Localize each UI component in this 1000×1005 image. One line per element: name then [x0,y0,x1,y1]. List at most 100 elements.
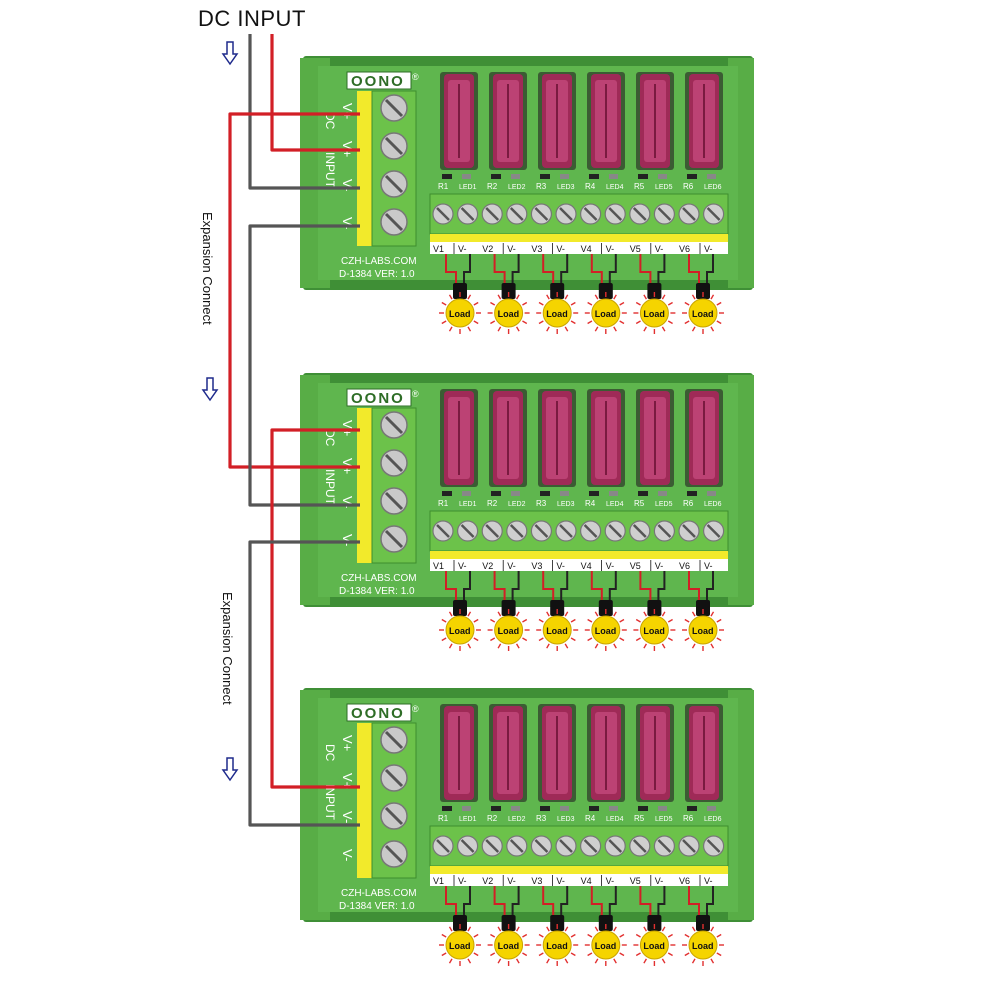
bulb-icon [688,930,718,960]
bulb-ray [667,952,673,957]
bulb-ray [497,294,502,300]
load-wire-pos [445,886,457,916]
channel-neg-label: V- [655,561,664,571]
resistor-label: R2 [487,182,498,191]
website-text: CZH-LABS.COM [341,573,417,584]
channel-neg-label: V- [507,244,516,254]
bulb-ray [619,933,625,938]
resistor-icon [687,174,697,179]
channel-pos-label: V2 [482,244,493,254]
bulb-ray [613,294,617,300]
screw-slot [583,524,598,538]
load-label: Load [643,309,665,319]
load-wire-pos [542,254,555,284]
bulb-icon [688,298,718,328]
resistor-icon [638,174,648,179]
bulb-ray [643,958,648,964]
output-terminal-block [429,510,729,552]
load-wire-pos [493,571,506,601]
load-3-5: Load [633,886,676,966]
down-arrow-icon [201,377,219,402]
load-wire-neg [657,571,666,601]
bulb-ray [635,618,641,623]
bulb-ray [716,952,722,957]
load-wire-neg [463,886,471,916]
channel-pos-label: V5 [630,876,641,886]
screw-slot [632,524,647,538]
channel-neg-label: V- [704,561,713,571]
load-label: Load [546,626,568,636]
channel-pos-label: V4 [581,876,592,886]
load-label: Load [546,941,568,951]
resistor-label: R2 [487,499,498,508]
resistor-label: R6 [683,814,694,823]
bulb-ray [710,926,715,932]
resistor-icon [589,806,599,811]
screw-slot [384,844,404,864]
bulb-ray [587,320,593,325]
bulb-base [453,283,467,299]
bulb-ray [594,294,599,300]
screw-slot [657,839,672,853]
bulb-ray [473,618,479,623]
led-label: LED5 [655,184,673,191]
bulb-ray [473,952,479,957]
bulb-ray [594,926,599,932]
resistor-icon [638,806,648,811]
bulb-ray [710,958,715,964]
bulb-ray [613,926,617,932]
bulb-ray [570,637,576,642]
screw-slot [384,529,404,549]
bulb-icon [591,930,621,960]
fuse-1: R1 LED1 [438,72,478,191]
led-icon [609,806,618,811]
screw-slot [534,524,549,538]
channel-neg-label: V- [606,244,615,254]
bulb-ray [587,301,593,306]
load-wire-neg [706,254,714,284]
load-wire-neg [706,571,714,601]
screw-slot [608,839,623,853]
screw-slot [534,839,549,853]
screw-slot [682,207,696,221]
screw-slot [485,207,500,221]
channel-neg-label: V- [655,876,664,886]
bulb-ray [594,958,599,964]
resistor-label: R1 [438,182,449,191]
bulb-ray [522,952,528,957]
bulb-ray [594,611,599,617]
load-label: Load [498,309,519,319]
resistor-label: R3 [536,182,547,191]
led-label: LED5 [655,816,673,823]
bulb-ray [613,958,617,964]
led-label: LED1 [459,184,477,191]
expansion-connect-label-2: Expansion Connect [220,592,235,705]
resistor-icon [589,174,599,179]
bulb-ray [441,320,447,325]
load-2-5: Load [633,571,676,651]
load-label: Load [692,626,714,636]
bulb-ray [467,926,472,932]
channel-pos-label: V4 [581,244,592,254]
screw-slot [485,839,500,853]
bulb-ray [716,320,722,325]
input-label: INPUT [323,784,337,821]
bulb-ray [564,294,569,300]
screw-slot [460,524,475,538]
screw-slot [682,839,696,853]
screw-slot [657,524,672,538]
model-text: D-1384 VER: 1.0 [339,901,415,912]
